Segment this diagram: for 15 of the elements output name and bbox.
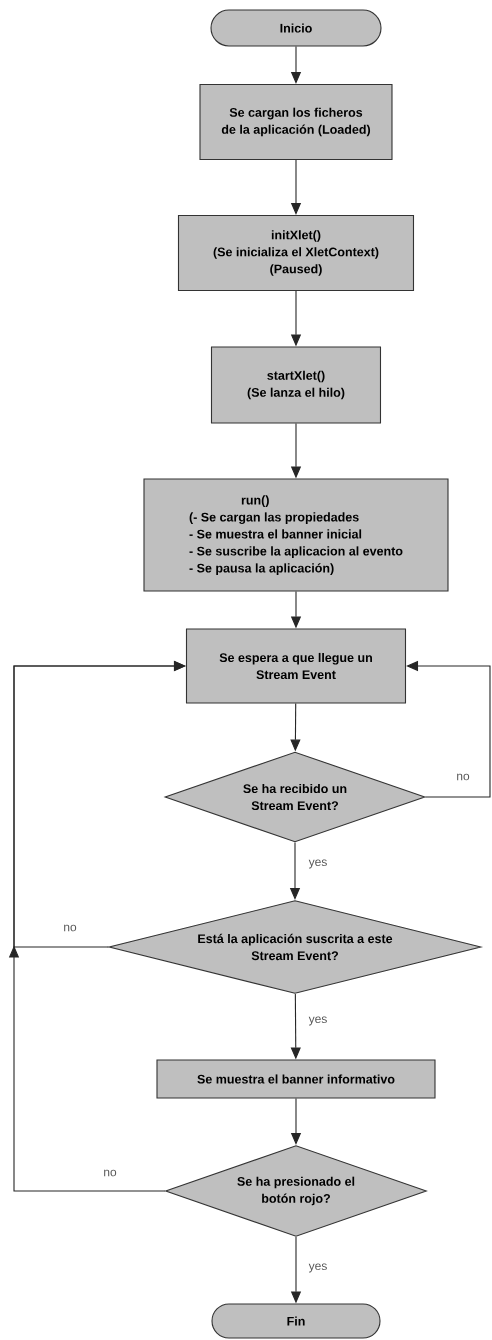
- edge-label: no: [102, 1168, 118, 1178]
- process-box: initXlet() (Se inicializa el XletContext) (Paused): [177, 214, 415, 292]
- arrow: [13, 660, 186, 1192]
- process-box: startXlet() (Se lanza el hilo): [210, 346, 382, 424]
- process-box: run() (- Se cargan las propiedades - Se muestra el banner inicial - Se suscribe la aplicacion al evento - Se pausa la aplicación): [143, 478, 449, 592]
- edge-label: yes: [307, 1015, 329, 1027]
- process-box: Se espera a que llegue un Stream Event: [185, 628, 407, 704]
- terminal-box: Fin: [211, 1303, 381, 1339]
- edge-label: yes: [307, 858, 329, 870]
- process-box: Se muestra el banner informativo: [156, 1059, 436, 1099]
- edge-label: no: [455, 772, 471, 782]
- terminal-box: Inicio: [210, 9, 382, 47]
- edge-label: no: [62, 923, 78, 933]
- process-box: Se cargan los ficheros de la aplicación (Loaded): [199, 83, 393, 161]
- edge-label: yes: [307, 1262, 329, 1274]
